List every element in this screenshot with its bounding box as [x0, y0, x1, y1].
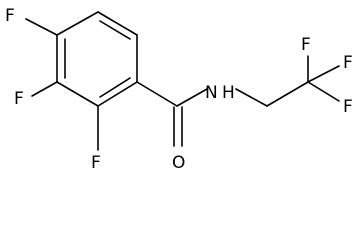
atom-f-para: F	[5, 6, 15, 26]
bond-ring-carbonyl	[136, 81, 178, 107]
ring-bond-c1-c2-inner	[99, 20, 131, 40]
ring-bond-c6-c1	[56, 11, 99, 36]
ring-bond-c3-c4-inner	[99, 77, 131, 98]
structure-diagram: F F F O N H F F F	[5, 6, 353, 173]
ring-bond-c3-c4	[97, 81, 138, 107]
bond-n-ch2	[235, 88, 268, 107]
bond-ch2-cf3	[266, 81, 309, 107]
bond-cf3-f-right-top	[307, 65, 340, 83]
bond-carbonyl-n	[176, 88, 208, 107]
bond-cf3-f-right-bottom	[307, 81, 340, 102]
atom-oxygen: O	[172, 153, 185, 173]
bond-c6-f-para	[25, 18, 58, 36]
atom-f-cf3-right-top: F	[343, 53, 353, 73]
atom-f-ortho: F	[91, 153, 101, 173]
bond-c5-f-meta	[31, 81, 58, 97]
atom-nitrogen: N	[205, 83, 218, 103]
ring-bond-c4-c5	[56, 81, 99, 107]
atom-f-cf3-right-bottom: F	[343, 97, 353, 117]
atom-nitrogen-h: H	[222, 83, 235, 103]
atom-f-meta: F	[14, 89, 24, 109]
atom-f-cf3-top: F	[301, 35, 311, 55]
ring-bond-c1-c2	[97, 11, 138, 36]
